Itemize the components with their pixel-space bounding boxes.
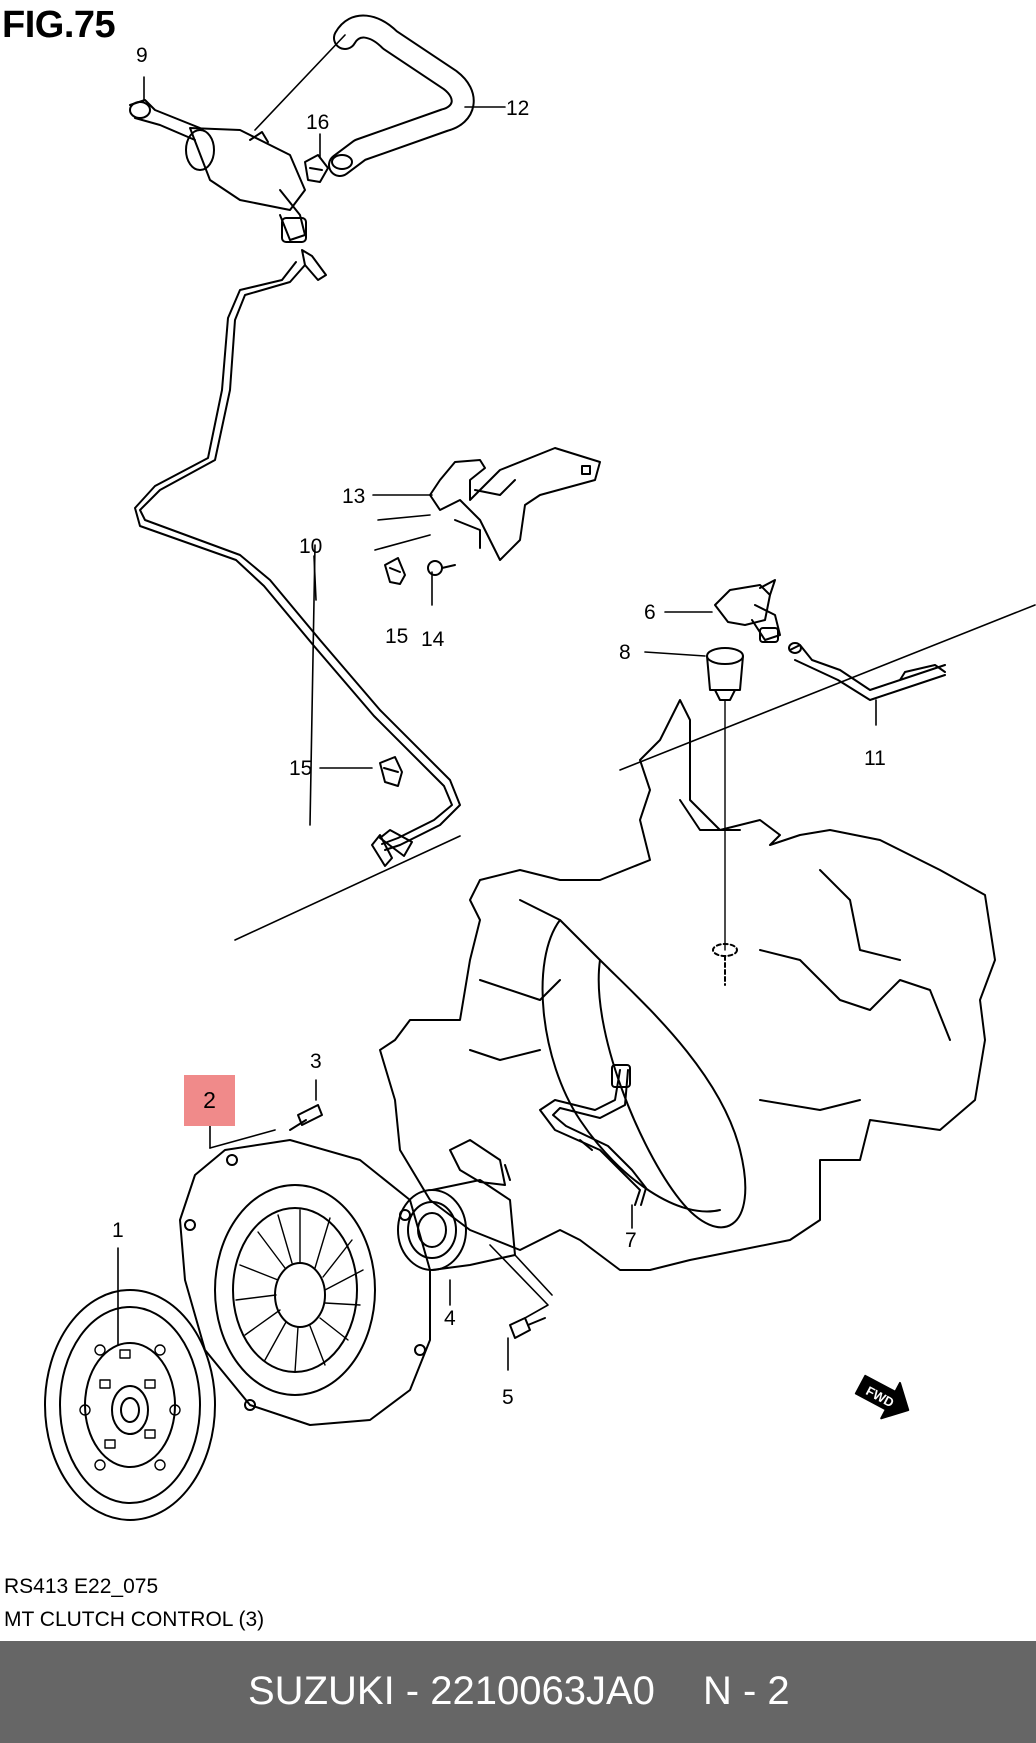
leader-lines: [117, 76, 877, 1371]
grommet-8: [706, 647, 744, 951]
callout-2-highlighted: 2: [203, 1087, 216, 1113]
master-cylinder-9: [129, 99, 307, 243]
callout-5: 5: [502, 1386, 514, 1409]
release-bearing-4: [397, 1139, 516, 1271]
clip-16: [304, 154, 329, 183]
callout-6: 6: [644, 601, 656, 624]
fitting-6: [714, 579, 781, 643]
transmission-housing: [379, 699, 996, 1271]
callout-14: 14: [421, 628, 445, 651]
bolt-14: [427, 560, 456, 576]
pipe-10: [134, 249, 461, 867]
figure-title: FIG.75: [2, 4, 116, 46]
callout-9: 9: [136, 44, 148, 67]
callout-8: 8: [619, 641, 631, 664]
part-code: N - 2: [703, 1669, 790, 1713]
hose-11: [788, 642, 946, 701]
exploded-parts-diagram: FWD: [44, 14, 1036, 1521]
callout-15-lower: 15: [289, 757, 313, 780]
highlight-box: [184, 1075, 235, 1126]
callout-12: 12: [506, 97, 530, 120]
callout-4: 4: [444, 1307, 456, 1330]
callout-13: 13: [342, 485, 366, 508]
part-number: SUZUKI - 2210063JA0: [248, 1669, 655, 1713]
bolt-5: [509, 1317, 546, 1339]
guide-lines: [234, 34, 1036, 941]
bracket-13: [429, 447, 601, 561]
clutch-disc-1: [44, 1289, 216, 1521]
bolt-3: [289, 1104, 323, 1131]
clutch-cover-2: [179, 1139, 431, 1426]
part-info-bar: SUZUKI - 2210063JA0 N - 2: [0, 1641, 1036, 1743]
diagram-caption: MT CLUTCH CONTROL (3): [4, 1608, 265, 1631]
clip-15-lower: [379, 756, 403, 787]
diagram-code: RS413 E22_075: [4, 1575, 159, 1598]
callout-11: 11: [864, 747, 886, 770]
callout-1: 1: [112, 1219, 124, 1242]
hose-12: [328, 14, 475, 177]
hose-7: [539, 1064, 647, 1206]
callout-10: 10: [299, 535, 323, 558]
clip-15-upper: [384, 557, 406, 585]
callout-7: 7: [625, 1229, 637, 1252]
callout-15-upper: 15: [385, 625, 409, 648]
fwd-arrow-icon: FWD: [854, 1374, 910, 1420]
callout-16: 16: [306, 111, 330, 134]
guide-lines-lower: [209, 1129, 553, 1319]
callout-3: 3: [310, 1050, 322, 1073]
